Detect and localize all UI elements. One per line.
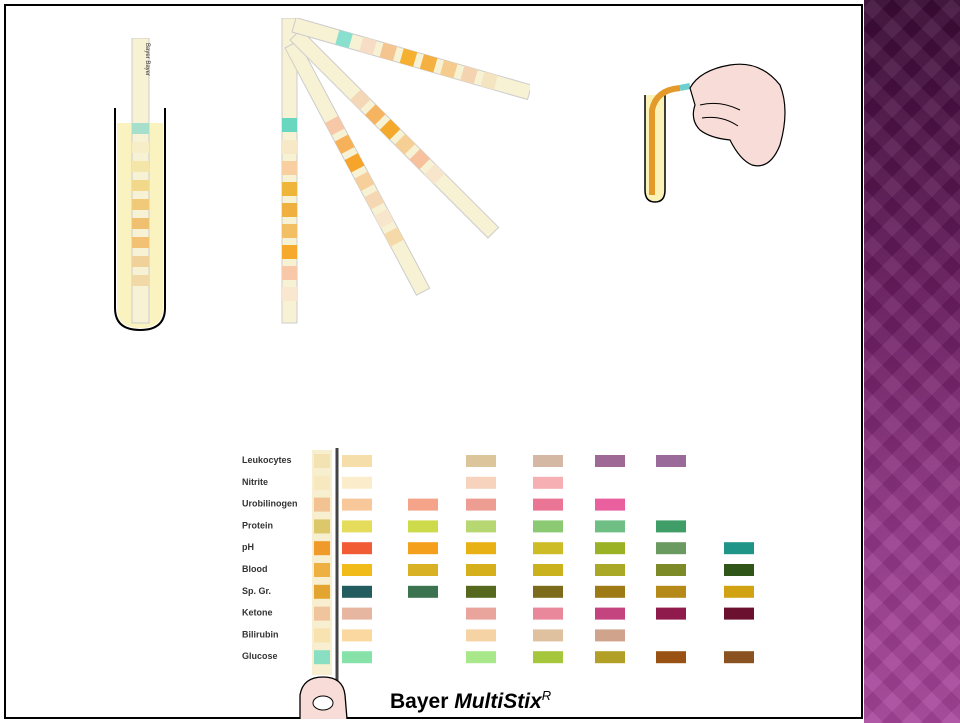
color-swatch: [595, 629, 625, 641]
color-swatch: [408, 499, 438, 511]
color-swatch: [342, 586, 372, 598]
color-swatch: [466, 651, 496, 663]
chart-label: Ketone: [242, 608, 273, 618]
color-swatch: [533, 542, 563, 554]
color-swatch: [342, 499, 372, 511]
color-swatch: [342, 455, 372, 467]
chart-label: Glucose: [242, 651, 278, 661]
color-swatch: [466, 455, 496, 467]
color-swatch: [595, 542, 625, 554]
color-swatch: [533, 586, 563, 598]
chart-label: pH: [242, 542, 254, 552]
color-swatch: [656, 651, 686, 663]
color-swatch: [466, 542, 496, 554]
color-swatch: [533, 455, 563, 467]
color-swatch: [595, 455, 625, 467]
reference-strip-pad: [314, 607, 330, 621]
color-swatch: [595, 608, 625, 620]
color-swatch: [595, 564, 625, 576]
fanned-strips-illustration: [230, 18, 530, 328]
color-swatch: [595, 651, 625, 663]
color-swatch: [595, 520, 625, 532]
color-swatch: [533, 608, 563, 620]
color-swatch: [656, 520, 686, 532]
color-swatch: [466, 520, 496, 532]
color-swatch: [656, 542, 686, 554]
color-swatch: [466, 499, 496, 511]
color-swatch: [408, 586, 438, 598]
thumb-illustration: [295, 675, 355, 719]
registered-mark: R: [542, 688, 551, 703]
chart-label: Nitrite: [242, 477, 268, 487]
svg-text:Bayer Bayer: Bayer Bayer: [144, 43, 150, 76]
color-swatch: [656, 564, 686, 576]
color-swatch: [533, 564, 563, 576]
reference-strip-pad: [314, 541, 330, 555]
color-swatch: [466, 586, 496, 598]
reference-strip-pad: [314, 519, 330, 533]
color-swatch: [466, 477, 496, 489]
chart-label: Sp. Gr.: [242, 586, 271, 596]
color-swatch: [533, 629, 563, 641]
chart-label: Bilirubin: [242, 629, 279, 639]
reference-strip-pad: [314, 585, 330, 599]
color-swatch: [724, 564, 754, 576]
color-swatch: [656, 608, 686, 620]
reference-strip-pad: [314, 498, 330, 512]
color-swatch: [533, 520, 563, 532]
chart-label: Protein: [242, 520, 273, 530]
color-swatch: [466, 629, 496, 641]
color-swatch: [342, 520, 372, 532]
color-swatch: [342, 651, 372, 663]
product-name: MultiStix: [454, 690, 542, 713]
color-swatch: [408, 520, 438, 532]
reference-strip-pad: [314, 628, 330, 642]
color-swatch: [342, 629, 372, 641]
color-swatch: [595, 586, 625, 598]
color-swatch: [408, 564, 438, 576]
color-swatch: [533, 477, 563, 489]
color-swatch: [342, 608, 372, 620]
brand-name: Bayer: [390, 690, 448, 713]
reference-strip-pad: [314, 563, 330, 577]
color-swatch: [595, 499, 625, 511]
color-swatch: [466, 564, 496, 576]
color-swatch: [466, 608, 496, 620]
reference-strip-pad: [314, 476, 330, 490]
color-swatch: [342, 477, 372, 489]
test-tube-illustration: Bayer Bayer: [105, 38, 175, 338]
hand-dipping-illustration: [640, 60, 790, 205]
reference-strip-pad: [314, 650, 330, 664]
reference-strip-pad: [314, 454, 330, 468]
color-swatch: [533, 499, 563, 511]
color-swatch: [408, 542, 438, 554]
chart-label: Urobilinogen: [242, 499, 298, 509]
color-swatch: [342, 542, 372, 554]
color-swatch: [342, 564, 372, 576]
product-brand-label: Bayer MultiStixR: [390, 688, 551, 714]
color-swatch: [724, 608, 754, 620]
color-swatch: [724, 542, 754, 554]
color-swatch: [656, 455, 686, 467]
decorative-side-panel: [864, 0, 960, 723]
color-swatch: [533, 651, 563, 663]
color-swatch: [724, 586, 754, 598]
color-swatch: [656, 586, 686, 598]
chart-label: Leukocytes: [242, 455, 292, 465]
color-swatch: [724, 651, 754, 663]
chart-label: Blood: [242, 564, 268, 574]
